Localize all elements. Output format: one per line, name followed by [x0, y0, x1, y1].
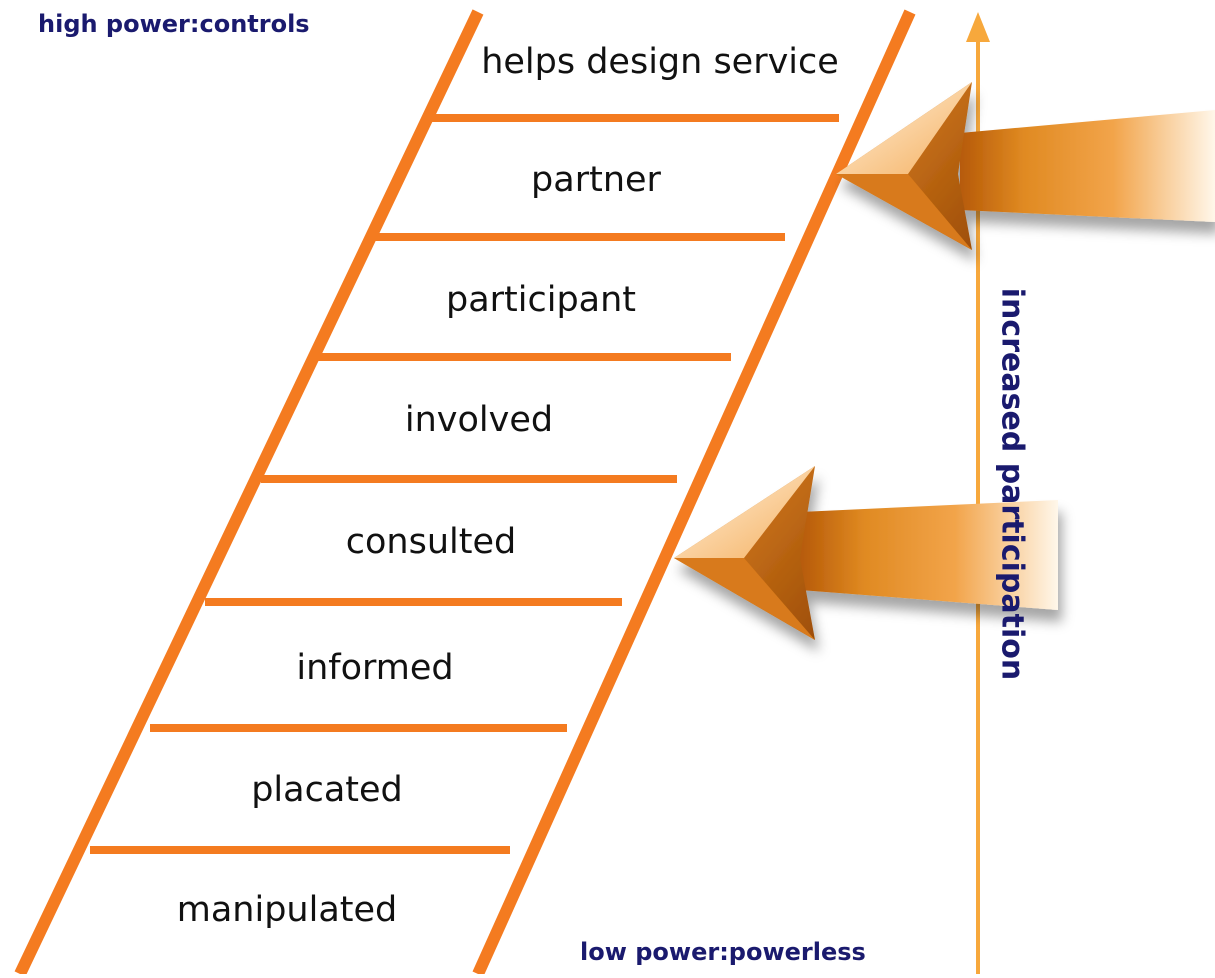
high-power-label: high power:controls [38, 10, 310, 38]
ladder-left-rail [14, 9, 484, 977]
rung-label-consulted: consulted [345, 522, 517, 562]
rung-label-participant: participant [445, 280, 637, 320]
rung-label-informed: informed [296, 648, 454, 688]
ladder-rails [14, 9, 916, 977]
axis-arrowhead-icon [966, 12, 990, 42]
consulted-pointer-arrow-icon [674, 466, 1058, 640]
ladder-rungs [90, 114, 839, 854]
partner-pointer-arrow-icon [836, 82, 1215, 250]
low-power-label: low power:powerless [580, 938, 866, 966]
rung-label-placated: placated [251, 770, 403, 810]
ladder-right-rail [472, 9, 916, 977]
rung-label-helps-design-service: helps design service [481, 42, 839, 82]
rung-label-involved: involved [404, 400, 554, 440]
rung-label-manipulated: manipulated [176, 890, 398, 930]
rung-label-partner: partner [531, 160, 661, 200]
increased-participation-axis-label: increased participation [994, 287, 1030, 681]
